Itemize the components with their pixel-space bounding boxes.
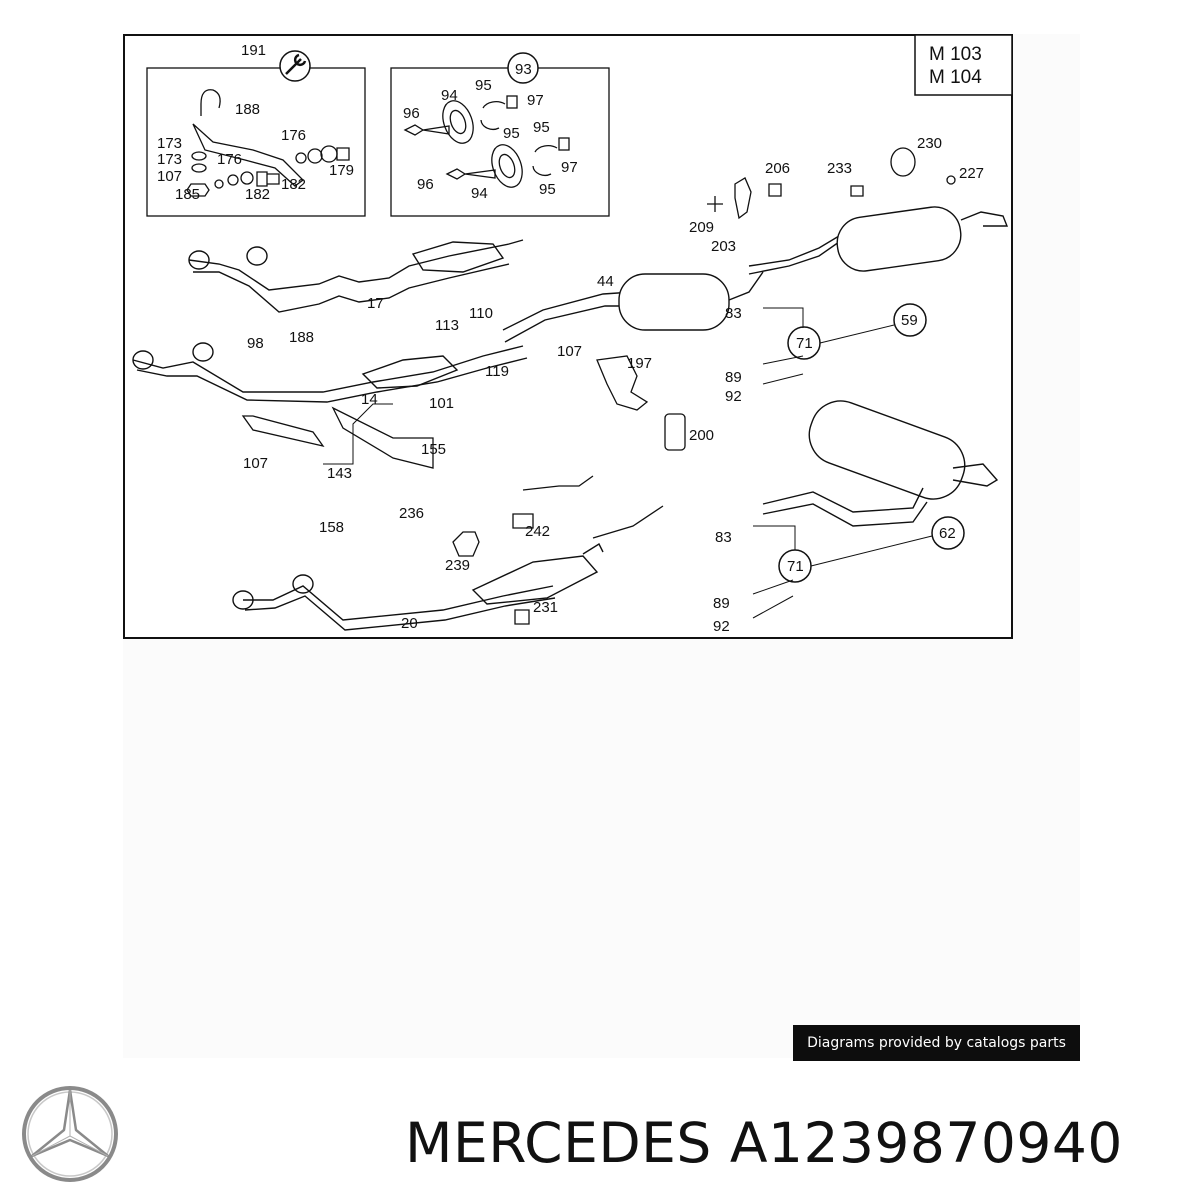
part-label: 239 bbox=[445, 557, 470, 574]
part-label: 89 bbox=[713, 595, 730, 612]
part-label: 95 bbox=[503, 125, 520, 142]
part-label: 97 bbox=[561, 159, 578, 176]
inset-box-clamp-kit bbox=[390, 67, 610, 217]
part-label: 182 bbox=[245, 186, 270, 203]
part-label: 227 bbox=[959, 165, 984, 182]
part-label: 94 bbox=[471, 185, 488, 202]
mercedes-star-icon bbox=[22, 1086, 118, 1182]
part-label: 96 bbox=[417, 176, 434, 193]
part-label: 94 bbox=[441, 87, 458, 104]
part-label: 93 bbox=[515, 61, 532, 78]
part-label: 71 bbox=[787, 558, 804, 575]
part-label: 89 bbox=[725, 369, 742, 386]
mounting-hardware-parts bbox=[186, 89, 350, 197]
callout-circles bbox=[778, 303, 965, 583]
inset-box-mounting-kit bbox=[146, 67, 366, 217]
diagram-credit-banner: Diagrams provided by catalogs parts bbox=[793, 1025, 1080, 1061]
part-label: 83 bbox=[725, 305, 742, 322]
part-label: 62 bbox=[939, 525, 956, 542]
part-label: 83 bbox=[715, 529, 732, 546]
part-number-title: MERCEDES A1239870940 bbox=[405, 1111, 1123, 1175]
part-label: 92 bbox=[725, 388, 742, 405]
part-label: 188 bbox=[235, 101, 260, 118]
brackets-and-clamps bbox=[241, 147, 956, 625]
part-label: 188 bbox=[289, 329, 314, 346]
part-label: 92 bbox=[713, 618, 730, 635]
part-label: 95 bbox=[539, 181, 556, 198]
kit-93-circle bbox=[507, 52, 539, 84]
clamp-hardware-parts bbox=[403, 95, 570, 188]
part-label: 230 bbox=[917, 135, 942, 152]
part-label: 155 bbox=[421, 441, 446, 458]
part-label: 203 bbox=[711, 238, 736, 255]
part-label: 95 bbox=[533, 119, 550, 136]
part-label: 44 bbox=[597, 273, 614, 290]
part-label: 97 bbox=[527, 92, 544, 109]
part-label: 98 bbox=[247, 335, 264, 352]
part-label: 107 bbox=[157, 168, 182, 185]
part-label: 236 bbox=[399, 505, 424, 522]
part-label: 96 bbox=[403, 105, 420, 122]
part-label: 107 bbox=[557, 343, 582, 360]
engine-box bbox=[914, 34, 1013, 96]
part-label: 242 bbox=[525, 523, 550, 540]
part-label: 233 bbox=[827, 160, 852, 177]
part-label: 176 bbox=[217, 151, 242, 168]
part-label: 113 bbox=[435, 317, 459, 334]
callout-leaders bbox=[323, 307, 933, 619]
part-label: 101 bbox=[429, 395, 454, 412]
exhaust-pipes bbox=[132, 206, 1009, 631]
part-label: 231 bbox=[533, 599, 558, 616]
part-label: 209 bbox=[689, 219, 714, 236]
part-label: 14 bbox=[361, 391, 378, 408]
part-label: 173 bbox=[157, 151, 182, 168]
part-label: 17 bbox=[367, 295, 384, 312]
part-label: 143 bbox=[327, 465, 352, 482]
part-label: 179 bbox=[329, 162, 354, 179]
engine-label-1: M 103 bbox=[929, 44, 982, 65]
part-label: 59 bbox=[901, 312, 918, 329]
part-labels: 191 188 173 173 176 176 107 185 182 182 … bbox=[157, 42, 984, 635]
part-label: 173 bbox=[157, 135, 182, 152]
part-label: 206 bbox=[765, 160, 790, 177]
part-label: 107 bbox=[243, 455, 268, 472]
exhaust-system-diagram: M 103 M 104 bbox=[123, 34, 1013, 639]
part-label: 71 bbox=[796, 335, 813, 352]
part-label: 200 bbox=[689, 427, 714, 444]
part-label: 185 bbox=[175, 186, 200, 203]
part-label: 20 bbox=[401, 615, 418, 632]
part-label: 119 bbox=[485, 363, 509, 380]
part-label: 191 bbox=[241, 42, 266, 59]
part-label: 158 bbox=[319, 519, 344, 536]
engine-label-2: M 104 bbox=[929, 67, 982, 88]
part-label: 110 bbox=[469, 305, 493, 322]
part-label: 176 bbox=[281, 127, 306, 144]
part-label: 95 bbox=[475, 77, 492, 94]
part-label: 197 bbox=[627, 355, 652, 372]
diagram-frame bbox=[123, 34, 1013, 639]
part-label: 182 bbox=[281, 176, 306, 193]
